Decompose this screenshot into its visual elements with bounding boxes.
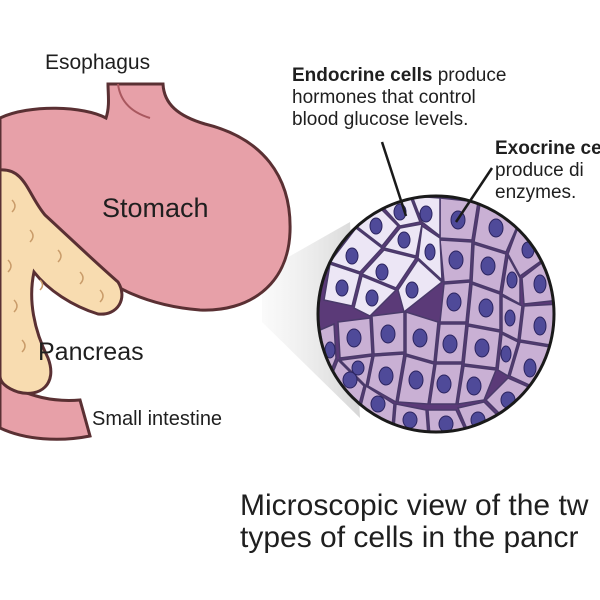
exocrine-title: Exocrine ce: [495, 138, 600, 159]
figure-caption: Microscopic view of the tw types of cell…: [240, 490, 588, 554]
esophagus-label: Esophagus: [45, 51, 151, 74]
caption-line1: Microscopic view of the tw: [240, 489, 589, 522]
endocrine-caption: Endocrine cells produce hormones that co…: [292, 65, 506, 131]
exocrine-pointer: [454, 167, 494, 223]
small-intestine-label: Small intestine: [92, 408, 223, 430]
endocrine-line1-rest: produce: [432, 65, 507, 86]
endocrine-line1: Endocrine cells produce: [292, 65, 506, 87]
exocrine-line2: produce di: [495, 160, 584, 181]
microscopic-view: [316, 194, 556, 434]
endocrine-line2: hormones that control: [292, 87, 476, 108]
exocrine-caption: Exocrine ce produce di enzymes.: [495, 138, 600, 204]
caption-line2: types of cells in the pancr: [240, 521, 579, 554]
exocrine-line3: enzymes.: [495, 182, 577, 203]
pancreas: [0, 168, 124, 395]
pancreas-label: Pancreas: [38, 338, 144, 366]
stomach: [0, 82, 292, 312]
endocrine-title: Endocrine cells: [292, 65, 433, 86]
endocrine-line3: blood glucose levels.: [292, 109, 469, 130]
stomach-label: Stomach: [102, 193, 209, 223]
endocrine-pointer: [380, 141, 408, 217]
